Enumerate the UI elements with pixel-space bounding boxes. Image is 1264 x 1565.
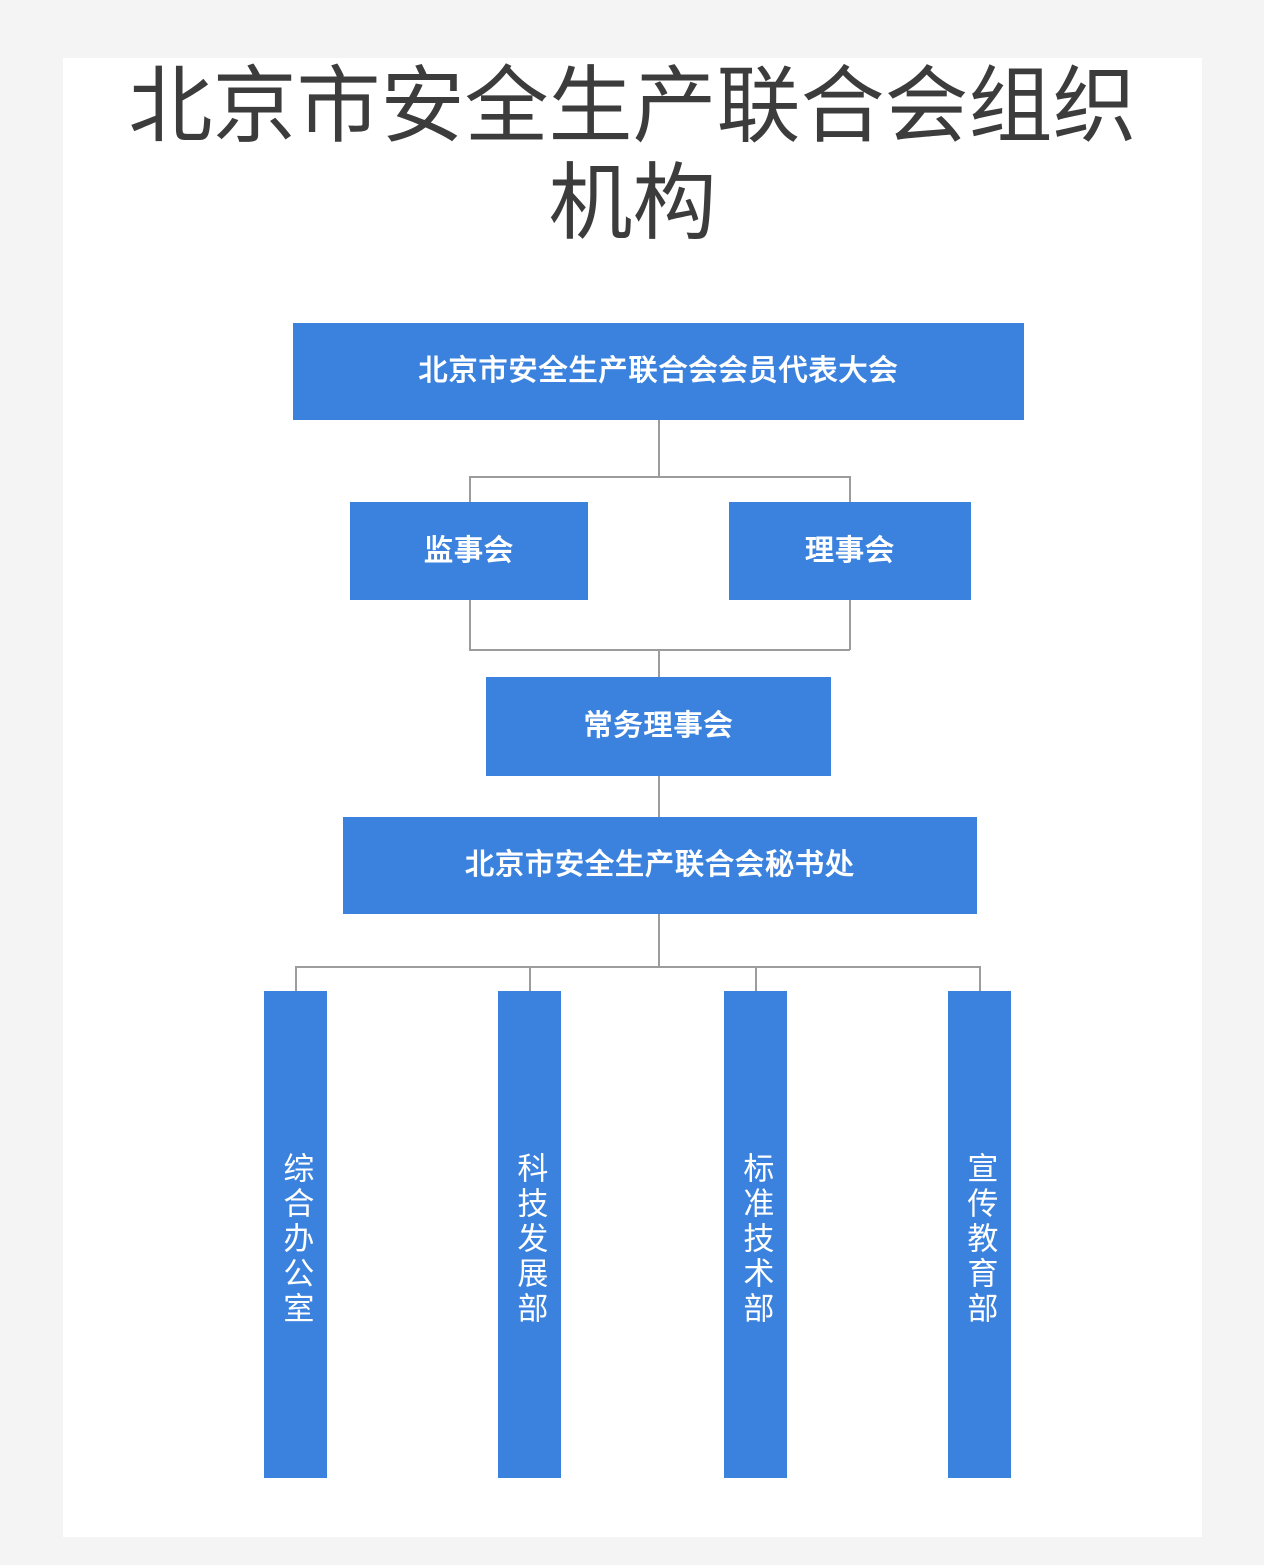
node-secretariat[interactable]: 北京市安全生产联合会秘书处 bbox=[343, 817, 977, 914]
connector-to-standards bbox=[755, 966, 757, 991]
connector-to-publicity bbox=[979, 966, 981, 991]
connector-to-council bbox=[849, 476, 851, 502]
connector-supervisor-down bbox=[469, 600, 471, 650]
node-standards-technology-department[interactable]: 标准技术部 bbox=[724, 991, 787, 1478]
connector-assembly-down bbox=[658, 420, 660, 477]
chart-panel: 北京市安全生产联合会组织机构 北京市安全生产联合会会员代表大会 监事会 理事会 … bbox=[63, 58, 1202, 1537]
connector-level4-bus bbox=[295, 966, 980, 968]
connector-to-supervisor bbox=[469, 476, 471, 502]
connector-standing-down bbox=[658, 776, 660, 817]
page-title: 北京市安全生产联合会组织机构 bbox=[128, 59, 1137, 250]
node-technology-development-department[interactable]: 科技发展部 bbox=[498, 991, 561, 1478]
connector-to-tech bbox=[529, 966, 531, 991]
node-assembly[interactable]: 北京市安全生产联合会会员代表大会 bbox=[293, 323, 1024, 420]
node-general-office[interactable]: 综合办公室 bbox=[264, 991, 327, 1478]
node-publicity-education-department[interactable]: 宣传教育部 bbox=[948, 991, 1011, 1478]
node-standing-council[interactable]: 常务理事会 bbox=[486, 677, 831, 776]
node-board-of-supervisors[interactable]: 监事会 bbox=[350, 502, 588, 600]
connector-council-down bbox=[849, 600, 851, 650]
node-board-of-directors[interactable]: 理事会 bbox=[729, 502, 971, 600]
connector-standing-up bbox=[658, 649, 660, 677]
connector-to-office bbox=[295, 966, 297, 991]
connector-secretariat-down bbox=[658, 914, 660, 967]
org-chart-diagram: 北京市安全生产联合会会员代表大会 监事会 理事会 常务理事会 北京市安全生产联合… bbox=[63, 58, 1202, 1537]
connector-level1-bus bbox=[469, 476, 850, 478]
